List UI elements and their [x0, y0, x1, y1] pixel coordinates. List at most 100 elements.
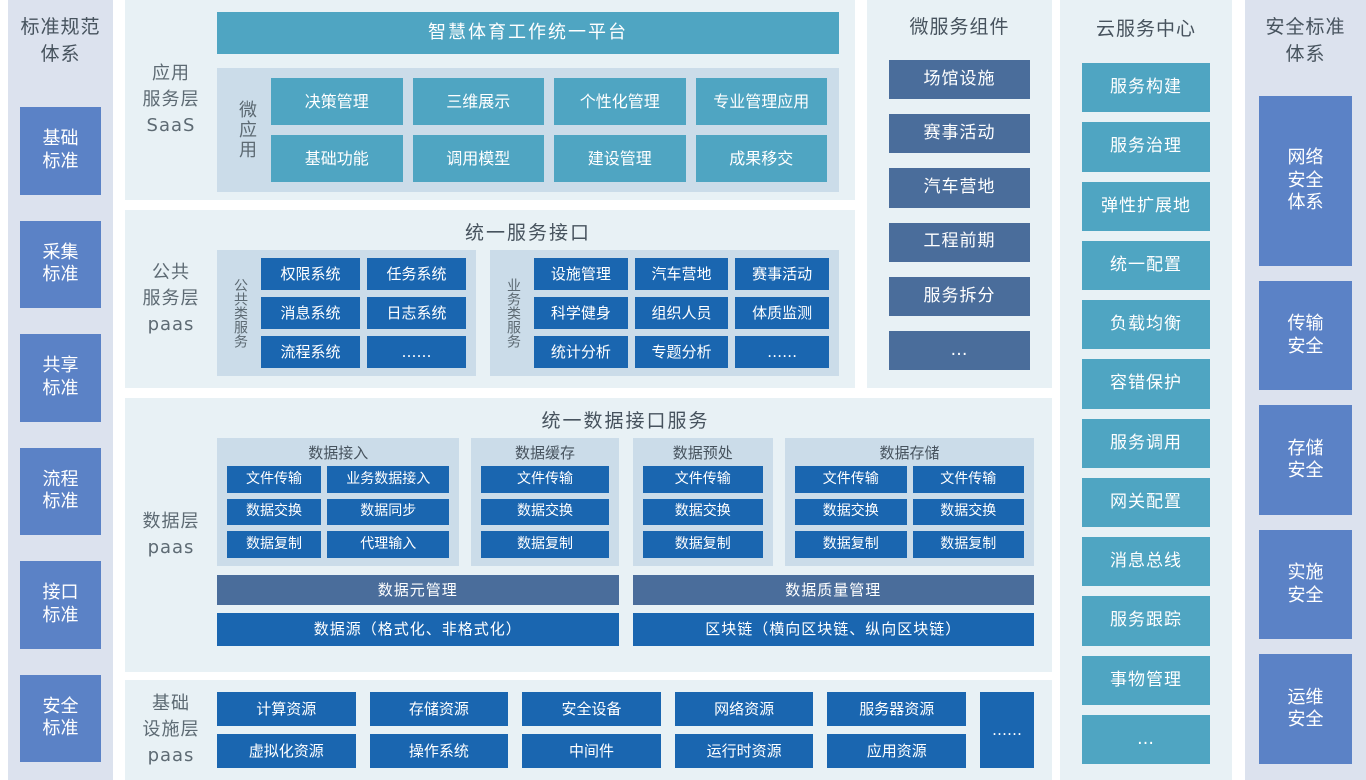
cloud-box-unified-config: 统一配置: [1082, 240, 1210, 290]
infrastructure-section: 基础 设施层 paas 计算资源 存储资源 安全设备 网络资源 服务器资源 ………: [125, 680, 1052, 780]
data-access-title: 数据接入: [308, 444, 369, 462]
cloud-box-load-balancing: 负载均衡: [1082, 300, 1210, 350]
data-box-replication: 数据复制: [642, 531, 764, 558]
infra-box-virtualization: 虚拟化资源: [217, 734, 356, 768]
cloud-box-fault-tolerance: 容错保护: [1082, 359, 1210, 409]
service-box-personnel: 组织人员: [634, 297, 729, 329]
data-box-exchange: 数据交换: [481, 498, 609, 526]
infra-box-storage: 存储资源: [369, 692, 509, 726]
data-box-file-transfer: 文件传输: [227, 466, 322, 493]
cloud-box-message-bus: 消息总线: [1082, 537, 1210, 587]
security-standards-title: 安全标准 体系: [1265, 16, 1346, 65]
public-paas-label: 公共 服务层 paas: [142, 261, 200, 336]
cloud-box-governance: 服务治理: [1082, 122, 1210, 172]
data-box-exchange: 数据交换: [642, 498, 764, 526]
data-group-left: 数据接入 文件传输 业务数据接入 数据交换 数据同步 数据复制 代理输入: [217, 438, 619, 658]
app-box-handover: 成果移交: [695, 135, 827, 182]
security-box-network: 网络 安全 体系: [1259, 96, 1352, 266]
microservice-box-camping: 汽车营地: [889, 168, 1030, 208]
app-box-3d: 三维展示: [412, 78, 544, 125]
data-box-business-access: 业务数据接入: [327, 466, 450, 493]
microservice-box-events: 赛事活动: [889, 114, 1030, 154]
security-box-operations: 运维 安全: [1259, 654, 1352, 764]
business-services-panel: 业务类服务 设施管理 汽车营地 赛事活动 科学健身 组织人员 体质监测 统计分析: [490, 250, 839, 376]
cloud-box-transaction: 事物管理: [1082, 655, 1210, 705]
app-box-decision: 决策管理: [271, 78, 403, 125]
common-services-label: 公共类服务: [232, 278, 248, 348]
infra-box-compute: 计算资源: [217, 692, 356, 726]
data-preprocess-panel: 数据预处 文件传输 数据交换 数据复制: [632, 438, 774, 566]
micro-apps-panel: 微应用 决策管理 三维展示 个性化管理 专业管理应用 基础功能 调用模型 建设管…: [217, 68, 839, 192]
standards-panel: 标准规范 体系 基础 标准 采集 标准 共享 标准 流程 标准 接口 标准 安全…: [8, 0, 113, 780]
cloud-service-panel: 云服务中心 服务构建 服务治理 弹性扩展地 统一配置 负载均衡 容错保护 服务调…: [1060, 0, 1232, 780]
common-services-panel: 公共类服务 权限系统 任务系统 消息系统 日志系统 流程系统 ……: [217, 250, 476, 376]
metadata-management-bar: 数据元管理: [217, 575, 619, 605]
cloud-box-more: …: [1082, 714, 1210, 764]
data-box-file-transfer: 文件传输: [912, 466, 1024, 493]
microservices-title: 微服务组件: [909, 16, 1010, 38]
data-box-file-transfer: 文件传输: [642, 466, 764, 493]
service-box-more: ……: [735, 336, 829, 368]
service-box-log: 日志系统: [367, 297, 466, 329]
app-box-personalization: 个性化管理: [554, 78, 686, 125]
data-box-replication: 数据复制: [481, 531, 609, 558]
service-box-task: 任务系统: [367, 258, 466, 290]
data-box-file-transfer: 文件传输: [795, 466, 907, 493]
public-paas-section: 公共 服务层 paas 统一服务接口 公共类服务 权限系统 任务系统 消息系统 …: [125, 210, 855, 388]
data-group-right: 数据预处 文件传输 数据交换 数据复制 数据存储 文件传输: [632, 438, 1034, 658]
data-box-sync: 数据同步: [327, 498, 450, 526]
business-services-label: 业务类服务: [505, 278, 521, 348]
service-box-more: ……: [367, 336, 466, 368]
data-box-proxy-input: 代理输入: [327, 531, 450, 558]
data-layer-section: 数据层 paas 统一数据接口服务 数据接入 文件传输 业务数据接入 数据交换: [125, 398, 1052, 672]
standard-box-sharing: 共享 标准: [20, 334, 101, 422]
microservice-box-splitting: 服务拆分: [889, 276, 1030, 316]
platform-header: 智慧体育工作统一平台: [217, 12, 839, 54]
service-box-physique: 体质监测: [735, 297, 829, 329]
data-box-replication: 数据复制: [795, 531, 907, 558]
standards-list: 基础 标准 采集 标准 共享 标准 流程 标准 接口 标准 安全 标准: [20, 81, 101, 762]
service-box-permission: 权限系统: [261, 258, 360, 290]
infra-box-network: 网络资源: [674, 692, 814, 726]
standard-box-process: 流程 标准: [20, 447, 101, 536]
infra-box-os: 操作系统: [369, 734, 509, 768]
microservice-box-preconstruction: 工程前期: [889, 222, 1030, 262]
data-cache-title: 数据缓存: [514, 444, 575, 462]
data-box-exchange: 数据交换: [227, 498, 322, 526]
data-box-replication: 数据复制: [912, 531, 1024, 558]
unified-service-interface-title: 统一服务接口: [464, 222, 591, 244]
service-box-facility: 设施管理: [534, 258, 628, 290]
app-box-construction: 建设管理: [554, 135, 686, 182]
blockchain-bar: 区块链（横向区块链、纵向区块链）: [632, 613, 1034, 646]
microservice-box-more: …: [889, 330, 1030, 371]
service-box-events: 赛事活动: [735, 258, 829, 290]
microservice-box-venues: 场馆设施: [889, 60, 1030, 100]
app-box-professional: 专业管理应用: [695, 78, 827, 125]
security-standards-panel: 安全标准 体系 网络 安全 体系 传输 安全 存储 安全 实施 安全 运维 安全: [1245, 0, 1366, 780]
service-box-message: 消息系统: [261, 297, 360, 329]
infra-box-middleware: 中间件: [522, 734, 661, 768]
cloud-box-elastic-scaling: 弹性扩展地: [1082, 181, 1210, 231]
infra-box-more: ……: [980, 692, 1034, 768]
data-box-exchange: 数据交换: [912, 498, 1024, 526]
infra-box-application: 应用资源: [827, 734, 966, 768]
data-preprocess-title: 数据预处: [672, 444, 733, 462]
data-box-exchange: 数据交换: [795, 498, 907, 526]
micro-apps-label: 微应用: [236, 100, 257, 160]
data-box-file-transfer: 文件传输: [481, 466, 609, 493]
security-box-storage: 存储 安全: [1259, 405, 1352, 515]
service-box-statistics: 统计分析: [534, 336, 628, 368]
data-storage-panel: 数据存储 文件传输 文件传输 数据交换 数据交换 数据复制 数据复制: [785, 438, 1034, 566]
cloud-box-build: 服务构建: [1082, 63, 1210, 113]
infra-box-server: 服务器资源: [827, 692, 966, 726]
infra-box-security-device: 安全设备: [522, 692, 661, 726]
security-box-implementation: 实施 安全: [1259, 529, 1352, 640]
microservices-panel: 微服务组件 场馆设施 赛事活动 汽车营地 工程前期 服务拆分 …: [867, 0, 1052, 388]
app-box-basic: 基础功能: [271, 135, 403, 182]
service-box-camping: 汽车营地: [634, 258, 729, 290]
standard-box-security: 安全 标准: [20, 674, 101, 762]
data-quality-management-bar: 数据质量管理: [632, 575, 1034, 605]
service-box-thematic: 专题分析: [634, 336, 729, 368]
cloud-box-service-tracing: 服务跟踪: [1082, 596, 1210, 646]
data-cache-panel: 数据缓存 文件传输 数据交换 数据复制: [471, 438, 619, 566]
